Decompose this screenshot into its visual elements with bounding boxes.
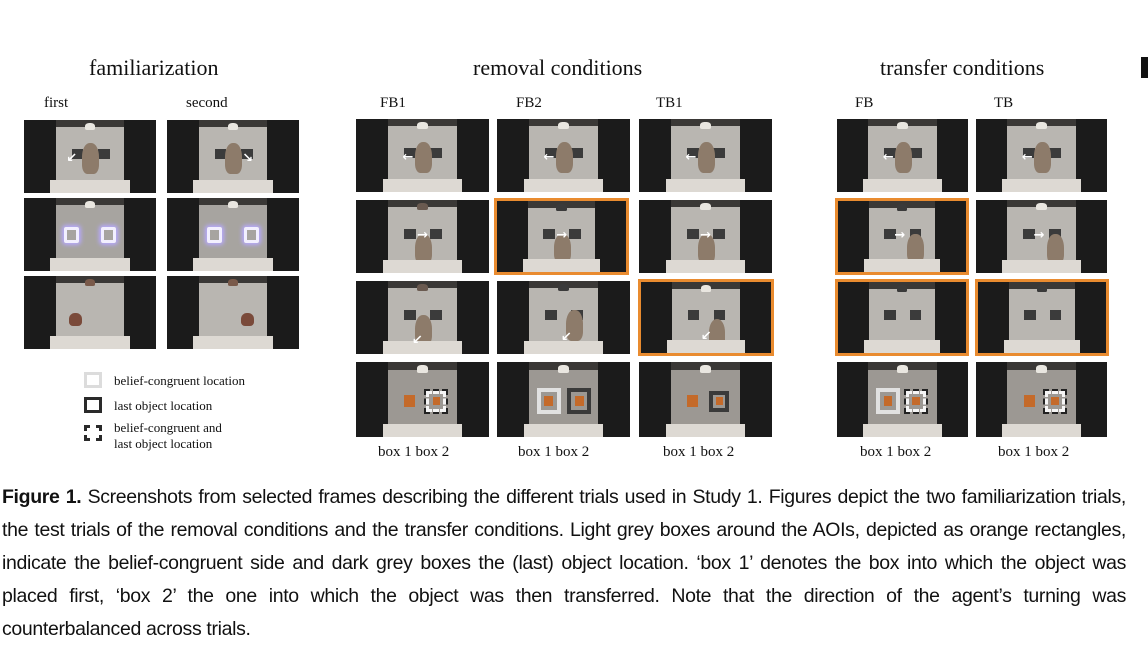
frame-fb2-3: ↙: [497, 281, 630, 354]
aoi-box-1: [1019, 391, 1039, 412]
box-labels-fb1: box 1 box 2: [378, 444, 450, 460]
legend-both-line1: belief-congruent and: [114, 420, 222, 435]
column-label-tb: TB: [994, 95, 1014, 111]
frame-familiarization-first-2: [24, 198, 156, 271]
box-labels-fb: box 1 box 2: [860, 444, 932, 460]
frame-tb1-3-highlighted: ↙: [638, 279, 774, 356]
section-title-removal: removal conditions: [473, 55, 643, 80]
legend-belief-congruent: belief-congruent location: [114, 373, 246, 388]
aoi-box-2-dark: [709, 390, 730, 412]
column-label-fb: FB: [855, 95, 874, 111]
column-label-first: first: [44, 95, 69, 111]
arrow-right-icon: →: [556, 228, 568, 244]
figure-caption: Figure 1. Screenshots from selected fram…: [2, 481, 1126, 646]
section-title-familiarization: familiarization: [89, 55, 219, 80]
glowing-window-icon: [100, 227, 117, 244]
figure-caption-text: Screenshots from selected frames describ…: [2, 486, 1126, 640]
frame-fb-3-highlighted: [835, 279, 969, 356]
column-label-second: second: [186, 95, 228, 111]
arrow-left-icon: ←: [543, 150, 555, 166]
column-label-fb1: FB1: [380, 95, 406, 111]
legend-both-line2: last object location: [114, 436, 213, 451]
figure-caption-label: Figure 1.: [2, 486, 82, 508]
legend-checkered-box-icon: [84, 425, 102, 441]
arrow-left-icon: ↙: [66, 151, 78, 167]
aoi-box-1: [400, 391, 420, 412]
frame-tb1-2: →: [639, 200, 772, 273]
frame-familiarization-second-2: [167, 198, 299, 271]
arrow-left-icon: ←: [402, 150, 414, 166]
frame-familiarization-first-1: ↙: [24, 120, 156, 193]
arrow-left-icon: ←: [882, 150, 894, 166]
column-label-tb1: TB1: [656, 95, 683, 111]
frame-tb1-aoi: [639, 362, 772, 437]
frame-fb1-3: ↙: [356, 281, 489, 354]
box-labels-fb2: box 1 box 2: [518, 444, 590, 460]
arrow-right-icon: →: [417, 228, 429, 244]
column-label-fb2: FB2: [516, 95, 542, 111]
arrow-right-icon: →: [894, 228, 906, 244]
legend-dark-grey-box-icon: [84, 397, 102, 413]
aoi-box-1: [683, 391, 703, 412]
aoi-box-2-checkered: [424, 388, 449, 414]
aoi-box-1-light: [876, 388, 900, 414]
glowing-window-icon: [63, 227, 80, 244]
aoi-box-2-dark: [567, 388, 592, 414]
frame-familiarization-second-3: [167, 276, 299, 349]
arrow-right-icon: ↘: [242, 151, 254, 167]
arrow-left-icon: ←: [685, 150, 697, 166]
edge-marker: [1141, 57, 1148, 78]
frame-tb1-1: ←: [639, 119, 772, 192]
arrow-right-icon: →: [700, 228, 712, 244]
frame-fb-2-highlighted: →: [835, 198, 969, 275]
frame-fb1-2: →: [356, 200, 489, 273]
frame-tb-1: ←: [976, 119, 1107, 192]
arrow-down-left-icon: ↙: [560, 329, 572, 345]
legend-light-grey-box-icon: [84, 372, 102, 388]
aoi-box-2-checkered: [904, 388, 929, 414]
aoi-box-2-checkered: [1043, 388, 1068, 414]
box-labels-tb: box 1 box 2: [998, 444, 1070, 460]
frame-fb2-1: ←: [497, 119, 630, 192]
frame-fb2-aoi: [497, 362, 630, 437]
glowing-window-icon: [243, 227, 260, 244]
frame-familiarization-first-3: [24, 276, 156, 349]
frame-tb-aoi: [976, 362, 1107, 437]
frame-fb-aoi: [837, 362, 968, 437]
frame-tb-2: →: [976, 200, 1107, 273]
box-labels-tb1: box 1 box 2: [663, 444, 735, 460]
frame-fb1-1: ←: [356, 119, 489, 192]
frame-tb-3-highlighted: [975, 279, 1109, 356]
glowing-window-icon: [206, 227, 223, 244]
frame-fb-1: ←: [837, 119, 968, 192]
frame-fb2-2-highlighted: →: [494, 198, 629, 275]
legend-last-object: last object location: [114, 398, 213, 413]
frame-fb1-aoi: [356, 362, 489, 437]
aoi-box-1-light: [536, 388, 561, 414]
arrow-left-icon: ←: [1021, 150, 1033, 166]
arrow-down-left-icon: ↙: [700, 329, 712, 345]
section-title-transfer: transfer conditions: [880, 55, 1045, 80]
arrow-right-icon: →: [1033, 228, 1045, 244]
arrow-down-left-icon: ↙: [411, 332, 423, 348]
frame-familiarization-second-1: ↘: [167, 120, 299, 193]
